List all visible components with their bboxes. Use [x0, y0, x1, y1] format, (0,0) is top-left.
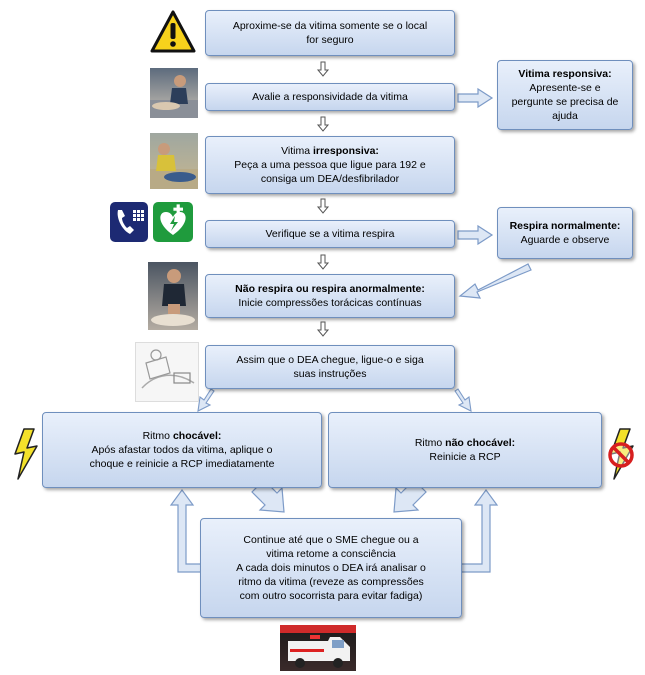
step-unresponsive-title-bold: irresponsiva:	[312, 145, 379, 157]
shockable-title-pre: Ritmo	[142, 430, 173, 442]
step-aed-line-2: suas instruções	[293, 368, 367, 380]
side-responsive-line-1: Apresente-se e	[529, 82, 601, 94]
side-victim-responsive: Vitima responsiva: Apresente-se e pergun…	[497, 60, 633, 130]
nonshockable-line-1: Reinicie a RCP	[429, 451, 501, 463]
photo-chest-compressions	[148, 262, 198, 330]
nonshockable-title-pre: Ritmo	[414, 437, 446, 449]
side-responsive-line-2: pergunte se precisa de	[511, 96, 619, 108]
step-unresponsive-line-2: consiga um DEA/desfibrilador	[260, 173, 400, 185]
phone-icon	[110, 202, 148, 242]
side-breathing-line-1: Aguarde e observe	[520, 234, 610, 246]
photo-check-responsiveness	[150, 68, 198, 118]
defibrillator-heart-icon	[153, 202, 193, 242]
step-approach-line-2: for seguro	[306, 34, 354, 46]
down-arrow-5	[316, 321, 330, 337]
step-unresponsive-line-1: Peça a uma pessoa que ligue para 192 e	[234, 159, 426, 171]
step-unresponsive-title-pre: Vitima	[281, 145, 313, 157]
shockable-title: Ritmo chocável:	[143, 429, 222, 443]
step-start-compressions: Não respira ou respira anormalmente: Ini…	[205, 274, 455, 318]
arrow-to-shockable	[197, 388, 215, 412]
diagonal-arrow-back	[458, 263, 532, 299]
step-unresponsive-title: Vitima irresponsiva:	[281, 144, 379, 158]
final-line-1: Continue até que o SME chegue ou a	[243, 534, 419, 546]
step-aed-line-1: Assim que o DEA chegue, ligue-o e siga	[236, 354, 424, 366]
step-compressions-line-1: Inicie compressões torácicas contínuas	[238, 297, 422, 309]
side-breathing-title: Respira normalmente:	[509, 220, 621, 232]
side-breathing-normally: Respira normalmente: Aguarde e observe	[497, 207, 633, 259]
step-check-responsiveness-label: Avalie a responsividade da vitima	[252, 91, 408, 103]
down-arrow-2	[316, 116, 330, 132]
step-use-aed: Assim que o DEA chegue, ligue-o e siga s…	[205, 345, 455, 389]
right-arrow-responsive	[457, 87, 494, 109]
down-arrow-4	[316, 254, 330, 270]
arrow-nonshockable-to-final	[393, 479, 427, 513]
step-check-breathing-label: Verifique se a vitima respira	[265, 228, 395, 240]
step-approach-line-1: Aproxime-se da vitima somente se o local	[232, 20, 428, 32]
photo-unresponsive-victim	[150, 133, 198, 189]
step-compressions-title: Não respira ou respira anormalmente:	[235, 283, 425, 295]
final-line-4: ritmo da vitima (reveze as compressões	[238, 576, 424, 588]
side-responsive-line-3: ajuda	[552, 110, 578, 122]
shockable-line-1: Após afastar todos da vitima, aplique o	[91, 444, 273, 456]
nonshockable-title-bold: não chocável:	[445, 437, 516, 449]
lightning-bolt-icon	[12, 428, 40, 480]
final-line-5: com outro socorrista para evitar fadiga)	[239, 590, 423, 602]
ambulance-icon	[280, 625, 356, 671]
step-unresponsive-call-help: Vitima irresponsiva: Peça a uma pessoa q…	[205, 136, 455, 194]
no-shock-icon	[605, 428, 639, 480]
box-nonshockable-rhythm: Ritmo não chocável: Reinicie a RCP	[328, 412, 602, 488]
final-line-2: vitima retome a consciência	[266, 548, 396, 560]
final-line-3: A cada dois minutos o DEA irá analisar o	[236, 562, 426, 574]
side-responsive-title: Vitima responsiva:	[518, 68, 612, 80]
nonshockable-title: Ritmo não chocável:	[415, 436, 515, 450]
box-shockable-rhythm: Ritmo chocável: Após afastar todos da vi…	[42, 412, 322, 488]
down-arrow-1	[316, 61, 330, 77]
arrow-to-nonshockable	[454, 388, 472, 412]
warning-triangle-icon	[150, 10, 196, 54]
right-arrow-breathing	[457, 224, 494, 246]
down-arrow-3	[316, 198, 330, 214]
step-check-responsiveness: Avalie a responsividade da vitima	[205, 83, 455, 111]
box-continue-until-ems: Continue até que o SME chegue ou a vitim…	[200, 518, 462, 618]
shockable-title-bold: chocável:	[172, 430, 222, 442]
photo-aed-sketch	[135, 342, 199, 402]
step-approach-safely: Aproxime-se da vitima somente se o local…	[205, 10, 455, 56]
shockable-line-2: choque e reinicie a RCP imediatamente	[89, 458, 275, 470]
step-check-breathing: Verifique se a vitima respira	[205, 220, 455, 248]
